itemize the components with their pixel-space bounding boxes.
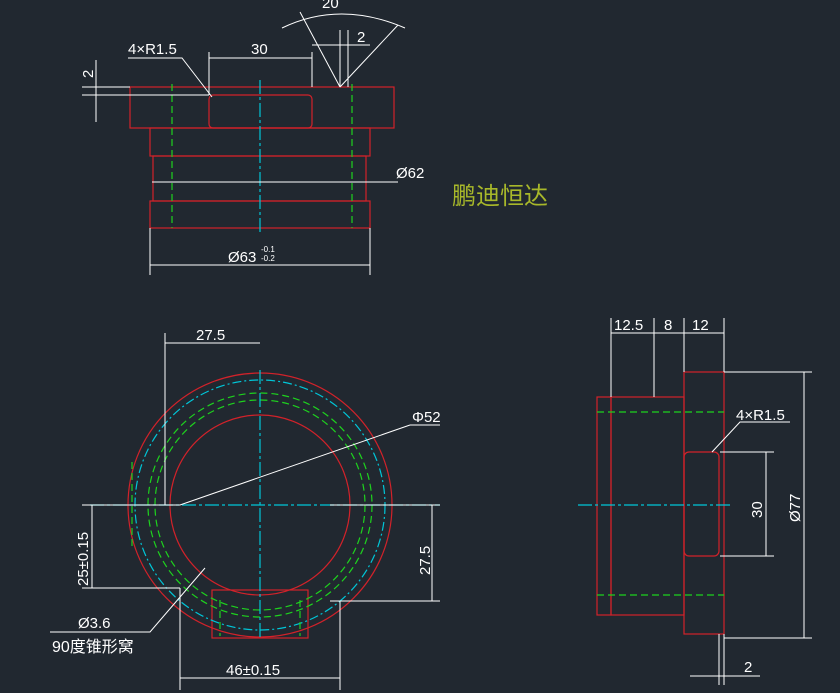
top-width-30: 30 [251, 41, 268, 58]
side-dim-2: 2 [744, 659, 752, 676]
side-w-12-5: 12.5 [614, 317, 643, 334]
top-radius-note: 4×R1.5 [128, 41, 177, 58]
front-height-27-5: 27.5 [417, 546, 434, 575]
side-view: 12.5 8 12 4×R1.5 30 Ø77 2 [578, 317, 812, 685]
front-hole-dia: Ø3.6 [78, 615, 111, 632]
top-depth-2-right: 2 [357, 29, 365, 46]
top-flange-outline [129, 86, 395, 129]
front-dim-46: 46±0.15 [226, 662, 280, 679]
side-groove [683, 451, 720, 557]
side-w-8: 8 [664, 317, 672, 334]
front-dim-25: 25±0.15 [75, 532, 92, 586]
side-section-middle [610, 396, 685, 616]
front-dia-52: Φ52 [412, 409, 441, 426]
side-w-12: 12 [692, 317, 709, 334]
top-angle-20: 20 [322, 0, 339, 12]
front-view: 27.5 Φ52 27.5 25±0.15 46±0.15 Ø3.6 90度锥形… [50, 327, 441, 690]
side-dia-77: Ø77 [787, 494, 804, 522]
side-dim-30: 30 [749, 501, 766, 518]
top-depth-2-left: 2 [80, 70, 97, 78]
side-section-left [596, 396, 612, 616]
top-dia-63: Ø63 [228, 249, 256, 266]
front-offset-27-5: 27.5 [196, 327, 225, 344]
top-tol-upper: -0.1 [261, 245, 275, 254]
watermark-text: 鹏迪恒达 [452, 182, 548, 210]
front-hole-note: 90度锥形窝 [52, 638, 134, 656]
top-dia-62: Ø62 [396, 165, 424, 182]
top-tol-lower: -0.2 [261, 254, 275, 263]
top-view: 20 4×R1.5 30 2 2 Ø62 Ø63 -0.1 -0.2 [80, 0, 424, 275]
side-radius-note: 4×R1.5 [736, 407, 785, 424]
